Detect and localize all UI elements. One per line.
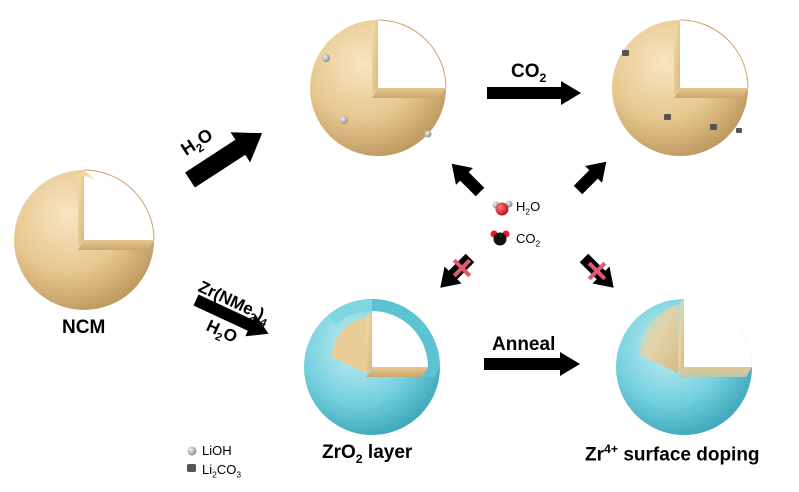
lioh-legend-icon (187, 446, 197, 456)
h2o-molecule-icon (492, 200, 513, 216)
blocked-cross-icon (587, 261, 607, 281)
label-zro2-layer: ZrO2 layer (322, 442, 413, 466)
legend-li2co3: Li2CO3 (202, 462, 242, 480)
ncm-sphere (14, 169, 155, 310)
zr-doped-sphere (616, 299, 752, 435)
legend-lioh: LiOH (202, 443, 232, 458)
co2-molecule-icon (490, 230, 510, 246)
arrow-molecules-to-hydrated (451, 163, 485, 197)
label-mol-h2o: H2O (516, 199, 541, 217)
zro2-coated-sphere (304, 298, 440, 435)
lioh-particle (322, 54, 330, 62)
lioh-particle (340, 116, 348, 124)
li2co3-particle (710, 124, 717, 130)
arrow-ncm-to-hydrated (185, 132, 263, 188)
label-mol-co2: CO2 (516, 231, 541, 249)
label-anneal: Anneal (492, 334, 556, 355)
arrow-molecules-to-carbonated (573, 161, 607, 195)
label-ncm: NCM (62, 317, 106, 338)
blocked-cross-icon (452, 258, 472, 278)
lioh-particle (424, 130, 432, 138)
li2co3-particle (622, 50, 629, 56)
arrow-ncm-to-coated (193, 294, 269, 337)
carbonated-sphere (612, 19, 749, 156)
hydrated-sphere (310, 19, 447, 156)
arrow-coated-to-doped (484, 352, 580, 376)
li2co3-particle (664, 114, 671, 120)
label-zr-doping: Zr4+ surface doping (585, 442, 760, 466)
arrow-hydrated-to-carbonated (487, 81, 581, 105)
li2co3-particle (736, 128, 742, 133)
label-co2-reagent: CO2 (511, 61, 547, 85)
li2co3-legend-icon (187, 464, 196, 472)
